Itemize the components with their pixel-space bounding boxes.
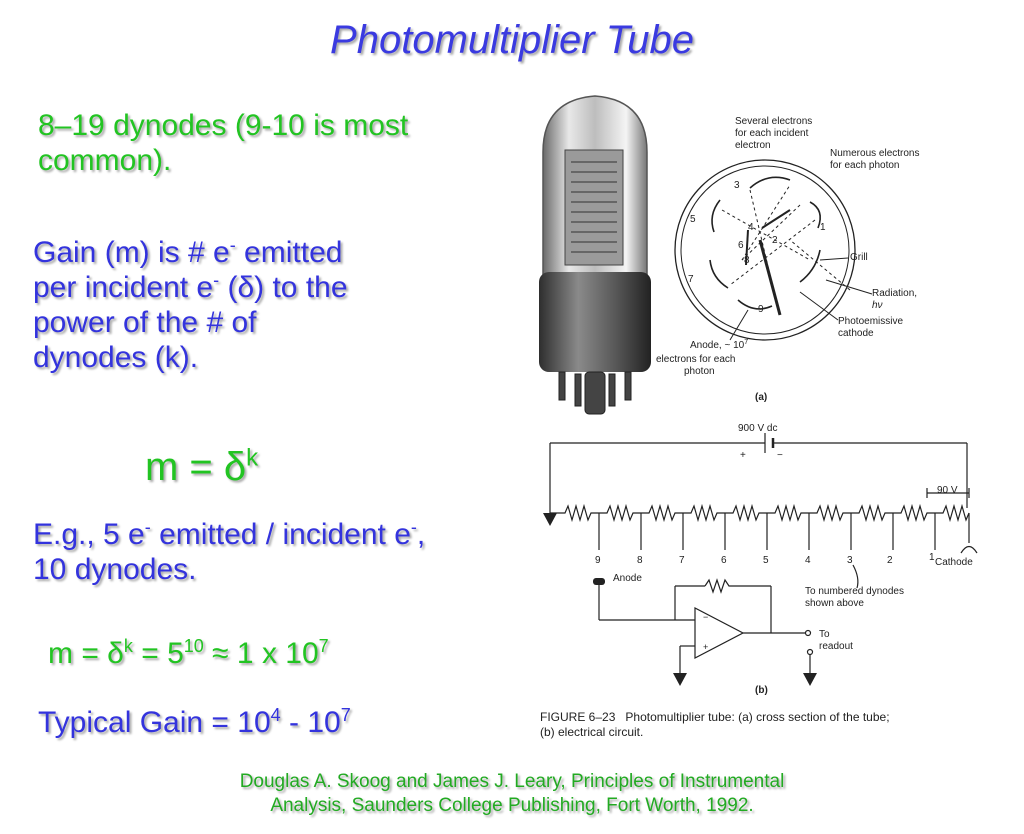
label-radiation: Radiation, — [872, 288, 917, 299]
figure-b-label: (b) — [755, 685, 768, 696]
svg-text:+: + — [740, 450, 746, 461]
svg-text:photon: photon — [684, 366, 715, 377]
svg-text:7: 7 — [679, 555, 685, 566]
gain-definition-text: Gain (m) is # e- emitted per incident e-… — [33, 235, 348, 374]
svg-text:hν: hν — [872, 300, 883, 311]
svg-text:4: 4 — [805, 555, 811, 566]
label-to-numbered-dynodes: To numbered dynodes — [805, 586, 904, 597]
label-to-readout: To — [819, 629, 830, 640]
svg-text:2: 2 — [772, 235, 778, 246]
svg-text:1: 1 — [820, 222, 826, 233]
svg-text:5: 5 — [690, 214, 696, 225]
svg-text:2: 2 — [887, 555, 893, 566]
svg-text:1: 1 — [929, 552, 935, 563]
label-cathode: Cathode — [935, 557, 973, 568]
typical-gain-text: Typical Gain = 104 - 107 — [38, 705, 351, 739]
label-900v: 900 V dc — [738, 423, 777, 434]
figure-a-label: (a) — [755, 392, 767, 403]
dynode-count-text: 8–19 dynodes (9-10 is most common). — [38, 109, 409, 177]
svg-text:−: − — [703, 612, 708, 622]
svg-text:7: 7 — [688, 274, 694, 285]
citation: Douglas A. Skoog and James J. Leary, Pri… — [239, 771, 785, 816]
circuit-diagram: 900 V dc + − 90 V Cathode Anode To numbe… — [543, 423, 978, 696]
svg-text:3: 3 — [734, 180, 740, 191]
svg-text:6: 6 — [738, 240, 744, 251]
label-90v: 90 V — [937, 485, 958, 496]
label-photoemissive-cathode: Photoemissive — [838, 316, 903, 327]
svg-text:6: 6 — [721, 555, 727, 566]
ground-arrow-left — [543, 513, 557, 526]
cross-section-diagram: Several electrons for each incident elec… — [656, 116, 919, 403]
svg-text:electrons for each: electrons for each — [656, 354, 736, 365]
svg-text:for each incident: for each incident — [735, 128, 809, 139]
svg-text:3: 3 — [847, 555, 853, 566]
label-grill: Grill — [850, 252, 868, 263]
svg-text:5: 5 — [763, 555, 769, 566]
svg-text:9: 9 — [595, 555, 601, 566]
svg-text:cathode: cathode — [838, 328, 874, 339]
svg-text:for each photon: for each photon — [830, 160, 900, 171]
figure-caption: FIGURE 6–23 Photomultiplier tube: (a) cr… — [540, 710, 890, 739]
gain-formula: m = δk — [145, 444, 259, 489]
svg-text:8: 8 — [637, 555, 643, 566]
label-anode: Anode — [613, 573, 642, 584]
example-calculation: m = δk = 510 ≈ 1 x 107 — [48, 636, 329, 670]
svg-text:electron: electron — [735, 140, 771, 151]
svg-text:readout: readout — [819, 641, 853, 652]
label-numerous-electrons: Numerous electrons — [830, 148, 919, 159]
svg-text:8: 8 — [744, 255, 750, 266]
svg-text:9: 9 — [758, 304, 764, 315]
svg-text:−: − — [777, 450, 783, 461]
page-title: Photomultiplier Tube — [330, 18, 694, 62]
svg-text:4: 4 — [748, 222, 754, 233]
label-several-electrons: Several electrons — [735, 116, 812, 127]
svg-text:shown above: shown above — [805, 598, 864, 609]
svg-text:+: + — [703, 642, 708, 652]
tube-photo — [539, 95, 651, 415]
label-anode: Anode, ~ 107 — [690, 339, 748, 351]
example-text: E.g., 5 e- emitted / incident e-, 10 dyn… — [33, 517, 426, 586]
